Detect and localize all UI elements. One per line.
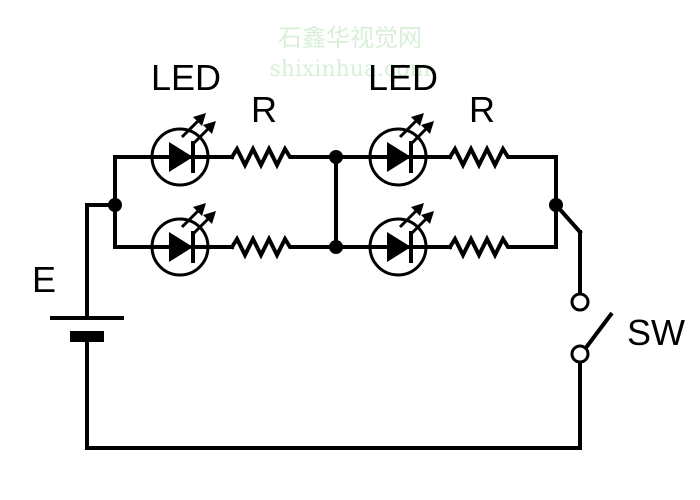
label-led-right: LED — [368, 57, 438, 98]
label-led-left: LED — [151, 57, 221, 98]
junction-middle-bottom — [329, 240, 343, 254]
resistor-top-left — [229, 144, 296, 170]
battery-symbol — [50, 316, 124, 342]
junction-middle-top — [329, 150, 343, 164]
resistor-top-right — [447, 144, 514, 170]
wires — [85, 155, 583, 450]
resistor-bottom-left — [229, 234, 296, 260]
led-top-left — [150, 111, 218, 187]
junction-left — [108, 198, 122, 212]
switch-symbol — [570, 292, 614, 364]
label-battery: E — [32, 259, 56, 300]
label-switch: SW — [627, 312, 685, 353]
label-r-left: R — [251, 89, 277, 130]
led-bottom-right — [368, 201, 436, 277]
led-bottom-left — [150, 201, 218, 277]
junction-right — [549, 198, 563, 212]
label-r-right: R — [469, 89, 495, 130]
watermark-title: 石鑫华视觉网 — [278, 24, 422, 52]
watermark-url: shixinhua.com — [270, 57, 431, 82]
resistor-bottom-right — [447, 234, 514, 260]
led-top-right — [368, 111, 436, 187]
